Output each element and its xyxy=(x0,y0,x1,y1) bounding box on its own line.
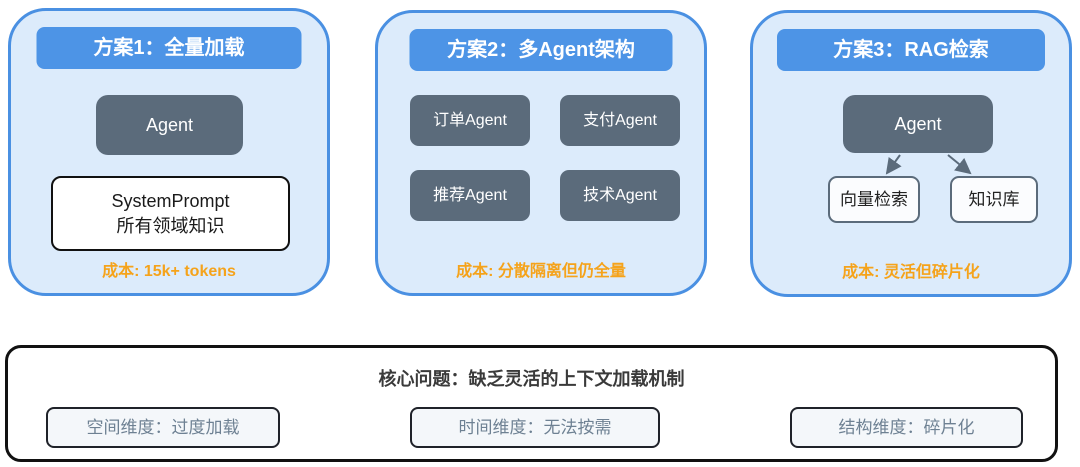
panel2-agent-box-order: 订单Agent xyxy=(410,95,530,146)
core-problem-title: 核心问题：缺乏灵活的上下文加载机制 xyxy=(378,369,685,389)
panel2-agent-box-tech: 技术Agent xyxy=(560,170,680,221)
panel-plan3-rag: 方案3：RAG检索 Agent 向量检索 知识库 成本: 灵活但碎片化 xyxy=(750,10,1072,297)
panel2-title: 方案2：多Agent架构 xyxy=(409,29,673,71)
panel2-agent-box-payment: 支付Agent xyxy=(560,95,680,146)
panel-plan2-multi-agent: 方案2：多Agent架构 订单Agent 支付Agent 推荐Agent 技术A… xyxy=(375,10,707,296)
core-problem-panel: 核心问题：缺乏灵活的上下文加载机制 空间维度：过度加载 时间维度：无法按需 结构… xyxy=(5,345,1058,462)
panel3-cost-label: 成本: 灵活但碎片化 xyxy=(842,264,980,281)
panel1-system-prompt-box: SystemPrompt 所有领域知识 xyxy=(51,176,290,251)
dimension-box-time: 时间维度：无法按需 xyxy=(410,407,660,448)
panel1-agent-box: Agent xyxy=(96,95,243,155)
prompt-line1: SystemPrompt xyxy=(111,191,230,212)
panel1-cost-label: 成本: 15k+ tokens xyxy=(102,263,236,280)
panel2-cost-label: 成本: 分散隔离但仍全量 xyxy=(456,263,626,280)
dimension-box-structure: 结构维度：碎片化 xyxy=(790,407,1023,448)
panel3-agent-box: Agent xyxy=(843,95,993,153)
dimension-box-space: 空间维度：过度加载 xyxy=(46,407,280,448)
panel1-title: 方案1：全量加载 xyxy=(36,27,302,69)
panel3-knowledge-base-box: 知识库 xyxy=(950,176,1038,223)
panel3-title: 方案3：RAG检索 xyxy=(777,29,1045,71)
panel2-agent-box-recommend: 推荐Agent xyxy=(410,170,530,221)
prompt-line2: 所有领域知识 xyxy=(116,215,225,236)
panel3-vector-search-box: 向量检索 xyxy=(828,176,920,223)
panel-plan1-full-load: 方案1：全量加载 Agent SystemPrompt 所有领域知识 成本: 1… xyxy=(8,8,330,296)
